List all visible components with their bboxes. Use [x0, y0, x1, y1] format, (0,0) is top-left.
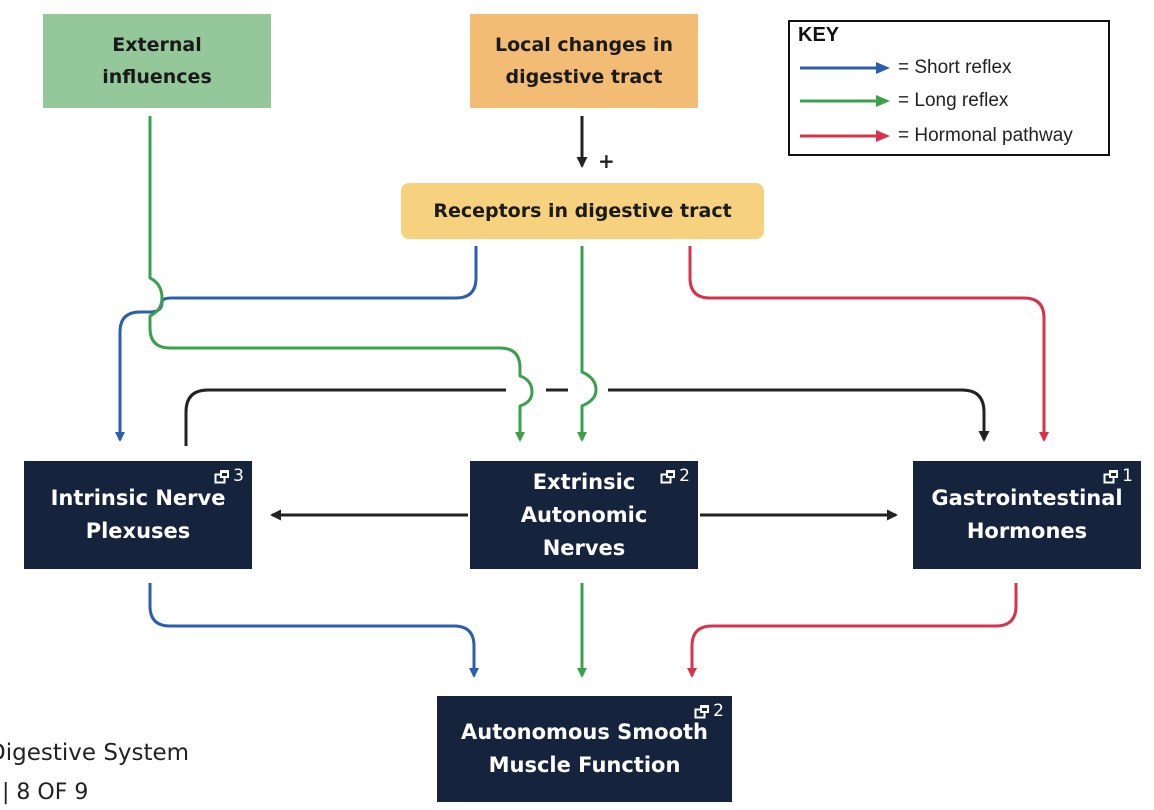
node-label: Hormones — [966, 519, 1088, 543]
node-local-changes: Local changes in digestive tract — [470, 14, 698, 108]
arrow-intrinsic-to-gi — [184, 388, 506, 446]
badge-count: 2 — [679, 466, 690, 486]
arrow-icon — [800, 130, 890, 142]
external-window-icon — [214, 470, 230, 484]
node-label: Extrinsic — [532, 469, 636, 494]
legend-key: KEY = Short reflex = Long reflex = Hormo… — [788, 20, 1110, 156]
node-intrinsic-nerve-plexuses[interactable]: 3 Intrinsic Nerve Plexuses — [24, 461, 252, 569]
node-autonomous-smooth-muscle[interactable]: 2 Autonomous Smooth Muscle Function — [437, 696, 732, 802]
arrow-hormonal-gi-smooth — [687, 583, 1018, 678]
node-label: Intrinsic Nerve — [50, 486, 226, 510]
legend-item-hormonal-pathway: = Hormonal pathway — [798, 124, 1073, 148]
node-label: digestive tract — [505, 66, 663, 88]
external-window-icon — [660, 470, 676, 484]
arrow-short-intrinsic-smooth — [148, 583, 479, 678]
plus-sign: + — [598, 149, 615, 173]
node-label: Gastrointestinal — [931, 486, 1123, 510]
legend-label: = Hormonal pathway — [898, 125, 1073, 146]
node-label: Receptors in digestive tract — [433, 200, 732, 222]
footer-page-counter: | 8 OF 9 — [2, 780, 89, 805]
legend-item-short-reflex: = Short reflex — [798, 56, 1012, 80]
node-label: Nerves — [542, 535, 626, 560]
popup-badge[interactable]: 3 — [214, 468, 244, 485]
arrow-long-external-extrinsic — [148, 116, 534, 442]
popup-badge[interactable]: 2 — [660, 468, 690, 485]
legend-label: = Short reflex — [898, 57, 1012, 78]
arrow-icon — [800, 95, 890, 107]
popup-badge[interactable]: 2 — [694, 703, 724, 720]
node-label: Plexuses — [85, 519, 191, 543]
node-label: influences — [102, 66, 212, 88]
external-window-icon — [694, 705, 710, 719]
legend-title: KEY — [798, 24, 840, 46]
node-external-influences: External influences — [43, 14, 271, 108]
node-label: Autonomic — [520, 502, 648, 527]
node-label: Muscle Function — [488, 753, 681, 777]
node-label: External — [112, 34, 202, 56]
arrow-short-receptors-intrinsic — [115, 246, 478, 442]
arrow-icon — [800, 62, 890, 74]
node-label: Local changes in — [495, 34, 673, 56]
external-window-icon — [1103, 470, 1119, 484]
badge-count: 3 — [233, 466, 244, 486]
badge-count: 2 — [713, 701, 724, 721]
node-label: Autonomous Smooth — [461, 720, 708, 744]
arrow-long-receptors-extrinsic — [577, 246, 598, 442]
legend-item-long-reflex: = Long reflex — [798, 89, 1008, 113]
node-receptors: Receptors in digestive tract — [401, 183, 764, 239]
legend-label: = Long reflex — [898, 90, 1009, 111]
footer-section-title: Digestive System — [0, 740, 190, 766]
arrow-hormonal-receptors-gi — [688, 246, 1049, 442]
badge-count: 1 — [1122, 466, 1133, 486]
node-extrinsic-autonomic-nerves[interactable]: 2 Extrinsic Autonomic Nerves — [470, 461, 698, 569]
node-gastrointestinal-hormones[interactable]: 1 Gastrointestinal Hormones — [913, 461, 1141, 569]
popup-badge[interactable]: 1 — [1103, 468, 1133, 485]
